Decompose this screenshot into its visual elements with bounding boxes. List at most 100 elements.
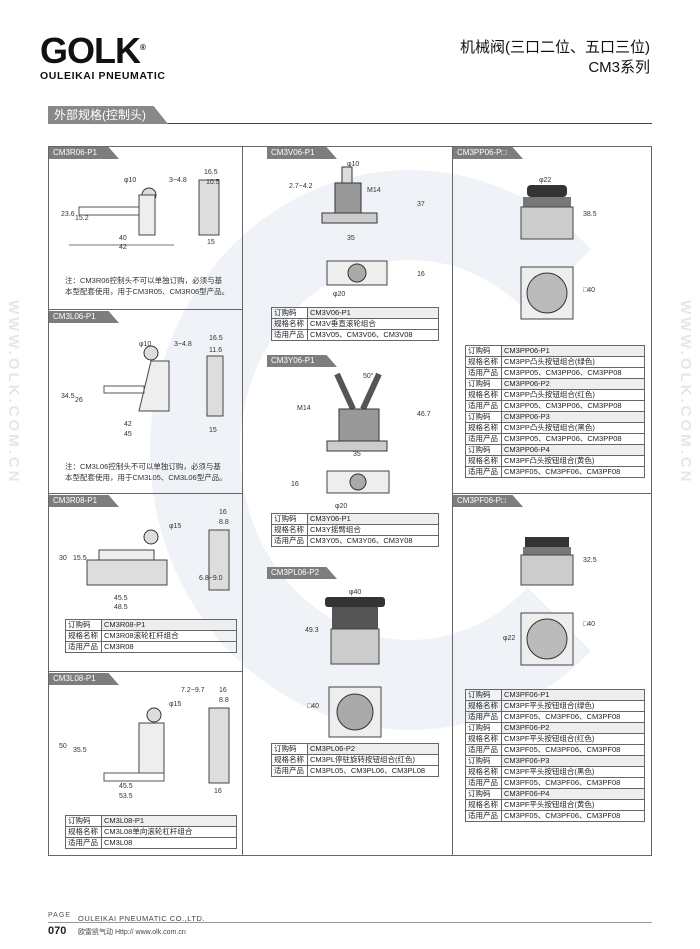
- spec-key: 规格名称: [65, 630, 102, 642]
- watermark-right: WWW.OLK.COM.CN: [677, 300, 694, 485]
- spec-key: 订购码: [271, 743, 308, 755]
- spec-value: CM3Y摇臂组合: [307, 524, 439, 536]
- logo-g-icon: G: [40, 30, 68, 71]
- cm3r06-drawing: [69, 179, 220, 246]
- dim: 45.5: [119, 783, 133, 790]
- dim: φ22: [539, 177, 552, 184]
- dim: 53.5: [119, 793, 133, 800]
- spec-key: 规格名称: [465, 766, 502, 778]
- spec-value: CM3PP05、CM3PP06、CM3PP08: [501, 433, 645, 445]
- spec-key: 适用产品: [465, 810, 502, 822]
- spec-value: CM3PF05、CM3PF06、CM3PF08: [501, 744, 645, 756]
- spec-key: 适用产品: [465, 367, 502, 379]
- separator: [453, 493, 652, 494]
- spec-key: 适用产品: [271, 765, 308, 777]
- spec-value: CM3PP凸头按钮组合(红色): [501, 389, 645, 401]
- panel-title: CM3L08-P1: [49, 673, 119, 685]
- spec-value: CM3PF平头按钮组合(绿色): [501, 700, 645, 712]
- spec-key: 订购码: [465, 722, 502, 734]
- dim: φ22: [503, 635, 516, 642]
- panel-title: CM3PF06-P□: [453, 495, 523, 507]
- spec-key: 订购码: [465, 411, 502, 423]
- spec-key: 适用产品: [465, 466, 502, 478]
- spec-value: CM3PF05、CM3PF06、CM3PF08: [501, 466, 645, 478]
- dim: 48.5: [114, 604, 128, 611]
- cm3pf06-drawing: [520, 537, 574, 666]
- spec-value: CM3V06-P1: [307, 307, 439, 319]
- dim: 42: [119, 244, 127, 251]
- dim: 16.5: [204, 169, 218, 176]
- panel-cm3r08: CM3R08-P1 φ15 16 8.8 30 15.5 6.8~9.0 45.…: [49, 495, 242, 671]
- cm3r08-drawing: [86, 529, 230, 591]
- spec-value: CM3PF06-P3: [501, 755, 645, 767]
- dim: 35: [347, 235, 355, 242]
- footer-divider: [48, 922, 652, 923]
- panel-cm3r06: CM3R06-P1 φ10 3~4.8 16.5 10.5 23.6 15.2 …: [49, 147, 242, 307]
- spec-key: 适用产品: [65, 837, 102, 849]
- note-line: 注：CM3L06控制头不可以单独订购，必须与基: [65, 462, 221, 471]
- logo-name: OLK: [67, 30, 141, 71]
- dim: 46.7: [417, 411, 431, 418]
- panel-title: CM3L06-P1: [49, 311, 119, 323]
- dim: 30: [59, 555, 67, 562]
- dim: φ20: [333, 291, 346, 298]
- dim: 2.7~4.2: [289, 183, 313, 190]
- dim: 6.8~9.0: [199, 575, 223, 582]
- panel-note: 注：CM3R06控制头不可以单独订购，必须与基 本型配套使用，用于CM3R05、…: [65, 275, 229, 297]
- spec-value: CM3PL05、CM3PL06、CM3PL08: [307, 765, 439, 777]
- dim: 8.8: [219, 697, 229, 704]
- note-line: 本型配套使用，用于CM3L05、CM3L06型产品。: [65, 473, 227, 482]
- panel-note: 注：CM3L06控制头不可以单独订购，必须与基 本型配套使用，用于CM3L05、…: [65, 461, 227, 483]
- dim: 50°: [363, 373, 374, 380]
- dim: 7.2~9.7: [181, 687, 205, 694]
- spec-key: 规格名称: [271, 318, 308, 330]
- spec-value: CM3L08: [101, 837, 237, 849]
- footer-website: 欧雷凯气动 Http:// www.olk.com.cn: [78, 929, 186, 936]
- spec-key: 规格名称: [465, 356, 502, 368]
- dim: 15: [209, 427, 217, 434]
- dim: 16: [417, 271, 425, 278]
- cm3pp06-drawing: [520, 185, 574, 320]
- spec-value: CM3PP05、CM3PP06、CM3PP08: [501, 400, 645, 412]
- dim: φ10: [347, 161, 360, 168]
- spec-key: 适用产品: [271, 535, 308, 547]
- spec-key: 规格名称: [465, 455, 502, 467]
- spec-value: CM3Y06-P1: [307, 513, 439, 525]
- watermark-left: WWW.OLK.COM.CN: [5, 300, 22, 485]
- dim: φ20: [335, 503, 348, 510]
- spec-key: 规格名称: [465, 422, 502, 434]
- spec-value: CM3PP06-P3: [501, 411, 645, 423]
- panel-title: CM3R06-P1: [49, 147, 119, 159]
- dim: φ15: [169, 523, 182, 530]
- spec-value: CM3L08单向滚轮杠杆组合: [101, 826, 237, 838]
- separator: [49, 493, 242, 494]
- dim: 10.5: [206, 179, 220, 186]
- spec-key: 订购码: [465, 788, 502, 800]
- dim: 45: [124, 431, 132, 438]
- spec-key: 订购码: [465, 689, 502, 701]
- spec-key: 适用产品: [465, 433, 502, 445]
- spec-key: 订购码: [465, 444, 502, 456]
- dim: 34.5: [61, 393, 75, 400]
- dim: 40: [119, 235, 127, 242]
- dim: 35.5: [73, 747, 87, 754]
- cm3l06-drawing: [103, 345, 224, 417]
